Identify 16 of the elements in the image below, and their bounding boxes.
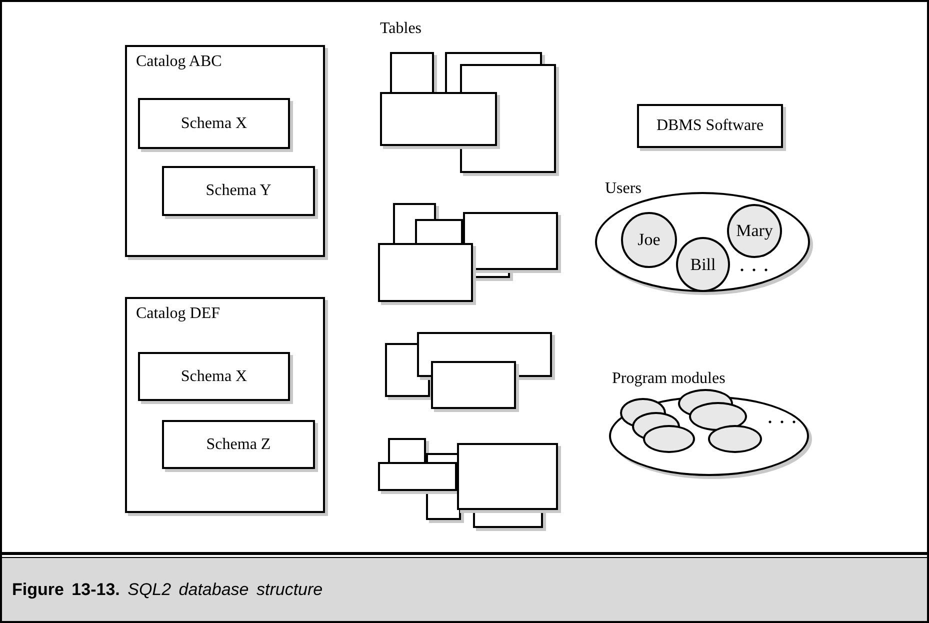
- labelled-box: DBMS Software: [637, 104, 783, 148]
- catalog-box: [125, 297, 325, 513]
- ellipsis-dots: ...: [740, 258, 776, 276]
- labelled-box: Schema Y: [162, 166, 315, 216]
- labelled-box: Schema X: [138, 352, 290, 401]
- labelled-box: Schema Z: [162, 420, 315, 469]
- catalog-heading: Catalog DEF: [136, 305, 220, 323]
- tables-heading: Tables: [380, 20, 422, 38]
- ellipsis-dots: ...: [768, 410, 804, 428]
- group-heading: Users: [605, 180, 642, 198]
- figure-caption: Figure 13-13. SQL2 database structure: [12, 580, 323, 600]
- catalog-box: [125, 45, 325, 257]
- group-heading: Program modules: [612, 370, 726, 388]
- labelled-box: Schema X: [138, 98, 290, 149]
- catalog-heading: Catalog ABC: [136, 53, 222, 71]
- module-stack-drawing: [677, 388, 764, 455]
